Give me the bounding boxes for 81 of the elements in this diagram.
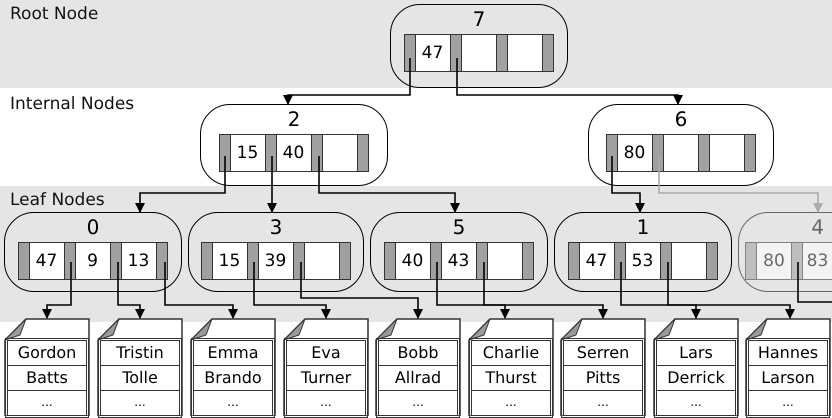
- key-cell: 13: [120, 242, 156, 280]
- node-number: 7: [472, 8, 486, 30]
- key-cell: 80: [756, 242, 792, 280]
- ellipsis-cell-text: ...: [504, 394, 518, 411]
- arrow: [456, 58, 683, 105]
- key-cell: 9: [74, 242, 110, 280]
- tree-node: [588, 104, 774, 186]
- key-cell: 80: [616, 134, 652, 172]
- name-cell: Gordon: [8, 341, 86, 366]
- key-cell: 53: [624, 242, 660, 280]
- tree-node: [4, 212, 182, 292]
- document-node: [283, 318, 369, 416]
- node-number: 6: [674, 108, 688, 130]
- document-node: [560, 318, 646, 416]
- arrow: [611, 156, 645, 213]
- document-node: [375, 318, 461, 416]
- key-cell: 43: [440, 242, 476, 280]
- document-node: [745, 318, 831, 416]
- tree-node: [188, 212, 364, 292]
- ellipsis-cell-text: ...: [781, 394, 795, 411]
- name-cell: Batts: [8, 366, 86, 391]
- arrow: [318, 156, 460, 213]
- key-cell: 40: [276, 134, 312, 172]
- arrow: [483, 262, 608, 319]
- arrow: [267, 156, 277, 213]
- ellipsis-cell-text: ...: [596, 394, 610, 411]
- name-cell: Tristin: [101, 341, 179, 366]
- key-cell: 40: [394, 242, 430, 280]
- tree-node: [554, 212, 732, 292]
- arrow: [797, 262, 832, 303]
- ellipsis-cell-text: ...: [689, 394, 703, 411]
- key-cell: 47: [28, 242, 64, 280]
- name-cell: Serren: [564, 341, 642, 366]
- name-cell: Lars: [657, 341, 735, 366]
- name-cell: Emma: [194, 341, 272, 366]
- name-cell: Brando: [194, 366, 272, 391]
- name-cell: Derrick: [657, 366, 735, 391]
- name-cell: Turner: [287, 366, 365, 391]
- key-cell: 15: [230, 134, 266, 172]
- node-number: 5: [452, 216, 466, 238]
- band-label: Leaf Nodes: [10, 190, 105, 210]
- document-node: [653, 318, 739, 416]
- key-cell: 39: [258, 242, 294, 280]
- document-node: [190, 318, 276, 416]
- node-number: 3: [270, 216, 282, 238]
- tree-node: [738, 212, 832, 292]
- document-node: [97, 318, 183, 416]
- arrow: [135, 156, 226, 213]
- key-cell: 83: [802, 242, 832, 280]
- node-number: 0: [86, 216, 100, 238]
- arrow: [658, 156, 823, 213]
- document-node: [4, 318, 90, 416]
- ellipsis-cell-text: ...: [226, 394, 240, 411]
- ellipsis-cell-text: ...: [411, 394, 425, 411]
- document-node: [468, 318, 554, 416]
- tree-node: [200, 104, 388, 186]
- band-label: Root Node: [10, 4, 98, 24]
- node-number: 4: [811, 216, 825, 238]
- arrow: [283, 58, 411, 105]
- name-cell: Tolle: [101, 366, 179, 391]
- name-cell: Hannes: [749, 341, 827, 366]
- name-cell: Thurst: [472, 366, 550, 391]
- name-cell: Pitts: [564, 366, 642, 391]
- name-cell: Charlie: [472, 341, 550, 366]
- name-cell: Allrad: [379, 366, 457, 391]
- tree-node: [390, 4, 568, 88]
- arrow: [667, 262, 795, 319]
- ellipsis-cell-text: ...: [319, 394, 333, 411]
- tree-node: [370, 212, 548, 292]
- ellipsis-cell-text: ...: [133, 394, 147, 411]
- name-cell: Larson: [749, 366, 827, 391]
- node-number: 2: [288, 108, 300, 130]
- key-cell: 15: [212, 242, 248, 280]
- ellipsis-cell-text: ...: [40, 394, 54, 411]
- arrow: [300, 262, 423, 319]
- name-cell: Eva: [287, 341, 365, 366]
- key-cell: 47: [578, 242, 614, 280]
- name-cell: Bobb: [379, 341, 457, 366]
- band-label: Internal Nodes: [10, 94, 134, 114]
- key-cell: 47: [414, 34, 450, 72]
- node-number: 1: [636, 216, 650, 238]
